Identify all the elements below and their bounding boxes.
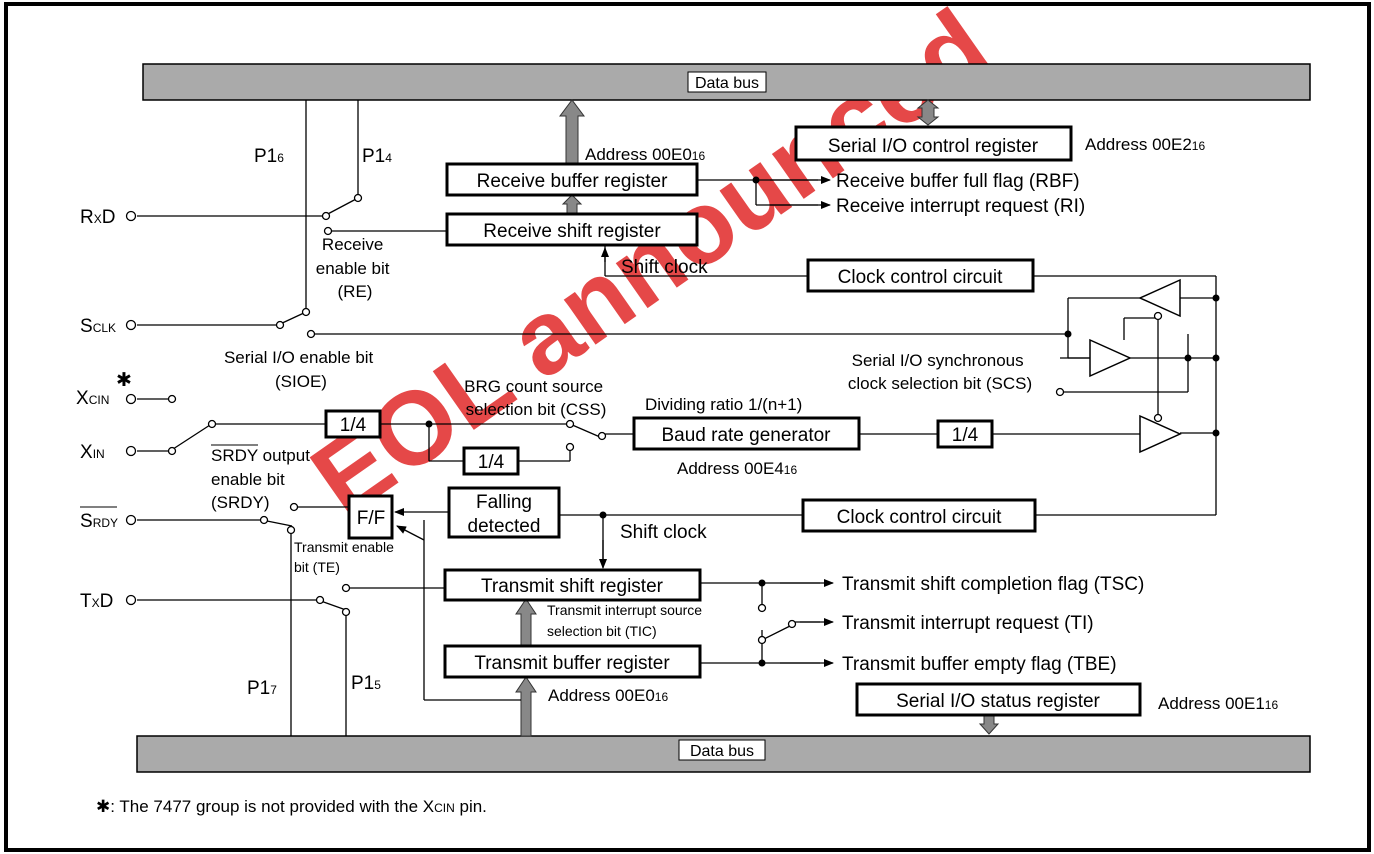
dividing-ratio-label: Dividing ratio 1/(n+1): [645, 395, 802, 414]
receive-buffer-register-box: [445, 162, 699, 197]
ti-label: Transmit interrupt request (TI): [842, 613, 1094, 634]
port-p14: P14: [362, 146, 392, 167]
shift-clock-bottom-label: Shift clock: [620, 522, 707, 543]
bus-arrow-buffer-to-shift-tx: [515, 598, 537, 647]
rbf-label: Receive buffer full flag (RBF): [836, 171, 1080, 192]
baud-rate-generator-address: Address 00E416: [677, 459, 797, 478]
receive-shift-register-box: [445, 212, 699, 247]
top-data-bus-label: Data bus: [695, 75, 759, 92]
port-p17: P17: [247, 678, 277, 699]
tsc-label: Transmit shift completion flag (TSC): [842, 574, 1144, 595]
serial-io-control-register: Serial I/O control register: [828, 136, 1039, 157]
outer-frame: [4, 2, 1371, 852]
bus-arrow-transmit: [515, 676, 537, 737]
divider-1: 1/4: [340, 415, 367, 436]
bus-arrow-shift-to-buffer-rx: [561, 194, 583, 215]
receive-buffer-address: Address 00E016: [585, 145, 705, 164]
pin-xcin-star: ✱: [116, 370, 132, 391]
tic-label: Transmit interrupt source selection bit …: [547, 602, 706, 639]
pin-xcin: XCIN: [76, 388, 109, 409]
divider-3: 1/4: [952, 425, 979, 446]
pin-sclk: SCLK: [80, 316, 116, 337]
bottom-data-bus-label-bg: [678, 739, 766, 761]
tbe-label: Transmit buffer empty flag (TBE): [842, 654, 1117, 675]
srdy-output-label: SRDY output enable bit (SRDY): [211, 446, 315, 512]
bus-arrow-control: [916, 99, 940, 126]
pin-srdy: SRDY: [80, 511, 118, 532]
buffer-triangle-top: [1138, 278, 1181, 318]
divider-2: 1/4: [478, 452, 505, 473]
clock-control-circuit-bottom: Clock control circuit: [837, 507, 1002, 528]
ff-label: F/F: [357, 508, 386, 529]
serial-io-status-register: Serial I/O status register: [896, 691, 1100, 712]
shift-clock-top-label: Shift clock: [621, 257, 708, 278]
transmit-shift-register: Transmit shift register: [481, 576, 664, 597]
buffer-triangle-bottom: [1139, 414, 1182, 454]
port-p16: P16: [254, 146, 284, 167]
transmit-buffer-register-box: [443, 644, 702, 679]
sioe-label: Serial I/O enable bit (SIOE): [224, 348, 378, 391]
baud-rate-generator: Baud rate generator: [661, 425, 831, 446]
transmit-buffer-register: Transmit buffer register: [474, 653, 670, 674]
ff-box: [347, 494, 394, 540]
brg-css-label: BRG count source selection bit (CSS): [464, 377, 608, 419]
serial-io-control-register-box: [794, 125, 1073, 162]
top-data-bus-label-bg: [687, 71, 767, 93]
scs-label: Serial I/O synchronous clock selection b…: [848, 351, 1032, 393]
arrows: [394, 176, 834, 667]
serial-io-control-address: Address 00E216: [1085, 135, 1205, 154]
transmit-enable-label: Transmit enable bit (TE): [294, 539, 398, 575]
port-p15: P15: [351, 673, 381, 694]
serial-io-status-address: Address 00E116: [1158, 694, 1278, 713]
receive-enable-label: Receive enable bit (RE): [316, 235, 394, 301]
bus-arrow-receive: [559, 99, 585, 165]
switch-contacts: [125, 193, 1163, 645]
falling-detected-line1: Falling: [476, 492, 532, 513]
falling-detected-line2: detected: [468, 516, 541, 537]
ri-label: Receive interrupt request (RI): [836, 196, 1085, 217]
bottom-data-bus-label: Data bus: [690, 743, 754, 760]
pin-txd: TXD: [80, 591, 113, 612]
clock-buffers: [1089, 278, 1182, 454]
transmit-shift-register-box: [443, 568, 702, 602]
pin-xin: XIN: [80, 442, 105, 463]
receive-shift-register: Receive shift register: [483, 221, 661, 242]
receive-buffer-register: Receive buffer register: [477, 171, 668, 192]
bus-arrow-status: [978, 713, 1000, 735]
serial-io-status-register-box: [855, 682, 1142, 717]
pin-rxd: RXD: [80, 207, 115, 228]
buffer-triangle-middle: [1089, 338, 1132, 378]
footnote: ✱: The 7477 group is not provided with t…: [96, 797, 487, 816]
transmit-buffer-address: Address 00E016: [548, 686, 668, 705]
junctions: [425, 176, 1220, 667]
clock-control-circuit-top: Clock control circuit: [838, 267, 1003, 288]
